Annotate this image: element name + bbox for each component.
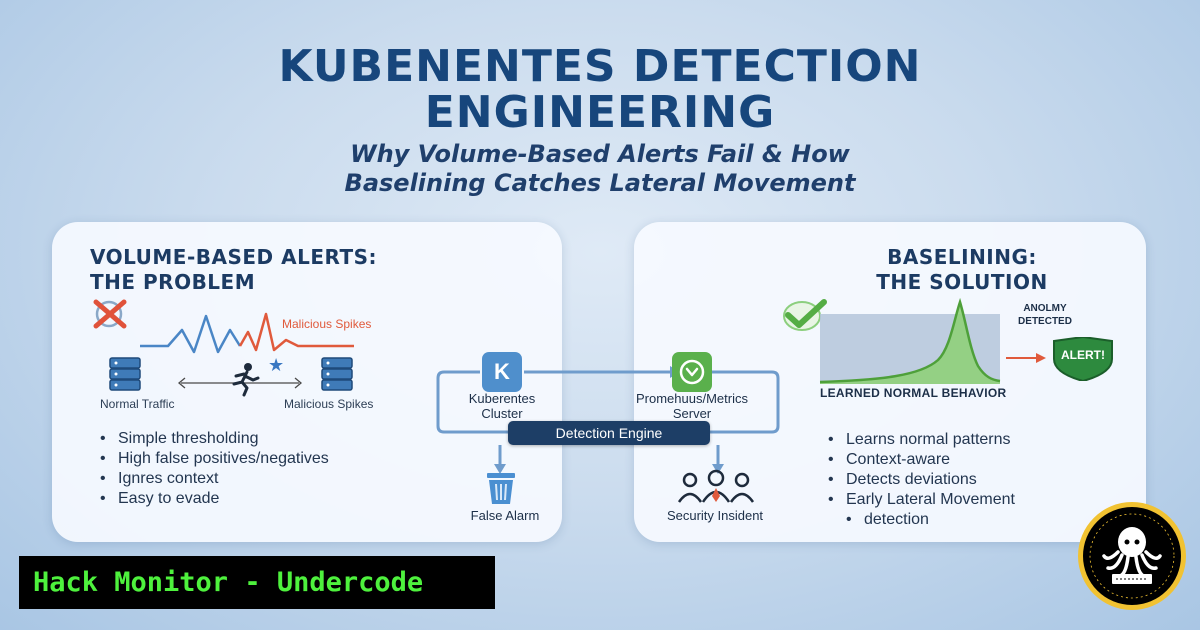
anomaly-line-1: ANOLMY	[1023, 303, 1067, 314]
kubernetes-icon: K	[482, 352, 522, 392]
shield-icon: ALERT!	[1050, 337, 1116, 381]
brand-banner: Hack Monitor - Undercode	[19, 556, 495, 609]
people-icon	[677, 469, 755, 503]
subtitle-line-2: Baselining Catches Lateral Movement	[344, 169, 856, 197]
list-item: Ignres context	[100, 469, 329, 489]
list-item: Easy to evade	[100, 489, 329, 509]
metrics-label-line-1: Promehuus/Metrics	[636, 391, 748, 406]
checkmark-icon	[783, 299, 827, 331]
solution-heading-line-2: THE SOLUTION	[876, 270, 1048, 294]
detection-engine: Detection Engine	[508, 421, 710, 445]
database-icon	[109, 357, 141, 391]
baseline-chart	[819, 297, 1001, 384]
list-item: High false positives/negatives	[100, 449, 329, 469]
spike-chart-label: Malicious Spikes	[282, 317, 372, 331]
list-item: Learns normal patterns	[828, 430, 1015, 450]
problem-heading: VOLUME-BASED ALERTS: THE PROBLEM	[90, 245, 377, 295]
subtitle-line-1: Why Volume-Based Alerts Fail & How	[350, 140, 850, 168]
octopus-logo	[1078, 502, 1186, 610]
problem-heading-line-2: THE PROBLEM	[90, 270, 256, 294]
normal-traffic-line	[140, 314, 242, 354]
solution-heading-line-1: BASELINING:	[887, 245, 1037, 269]
list-item: Simple thresholding	[100, 429, 329, 449]
cluster-label-line-1: Kuberentes	[468, 391, 536, 406]
traffic-spike-chart	[140, 312, 354, 354]
malicious-spikes-label: Malicious Spikes	[284, 397, 374, 411]
anomaly-detected-label: ANOLMY DETECTED	[1010, 302, 1080, 328]
connector-down-right-arrow	[712, 464, 724, 474]
prometheus-icon	[672, 352, 712, 392]
anomaly-curve-line	[819, 297, 1001, 384]
list-item: Context-aware	[828, 450, 1015, 470]
malicious-spike-line	[238, 312, 354, 352]
alert-arrow-icon	[1006, 353, 1046, 363]
alert-badge-text: ALERT!	[1061, 348, 1105, 362]
normal-traffic-label: Normal Traffic	[100, 397, 175, 411]
anomaly-line-2: DETECTED	[1018, 316, 1072, 327]
security-incident-label: Security Insident	[666, 508, 764, 523]
solution-heading: BASELINING: THE SOLUTION	[812, 245, 1112, 295]
metrics-server-label: Promehuus/Metrics Server	[612, 391, 772, 421]
problem-heading-line-1: VOLUME-BASED ALERTS:	[90, 245, 378, 269]
metrics-label-line-2: Server	[672, 406, 712, 421]
list-item: Early Lateral Movement	[828, 490, 1015, 510]
solution-bullet-list: Learns normal patterns Context-aware Det…	[828, 430, 1015, 530]
false-alarm-label: False Alarm	[470, 508, 540, 523]
page-title: KUBENENTES DETECTION ENGINEERING	[0, 44, 1200, 136]
list-item-continuation: detection	[828, 510, 1015, 530]
database-icon	[321, 357, 353, 391]
cluster-label: Kuberentes Cluster	[452, 391, 552, 421]
list-item: Detects deviations	[828, 470, 1015, 490]
title-line-2: ENGINEERING	[424, 87, 776, 138]
title-line-1: KUBENENTES DETECTION	[278, 41, 922, 92]
x-mark-icon	[93, 299, 127, 329]
problem-bullet-list: Simple thresholding High false positives…	[100, 429, 329, 509]
star-icon: ★	[268, 355, 285, 375]
connector-loop	[436, 370, 780, 434]
chart-caption: LEARNED NORMAL BEHAVIOR	[820, 386, 1007, 400]
connector-down-left-arrow	[494, 464, 506, 474]
running-person-icon	[232, 363, 260, 397]
cluster-label-line-2: Cluster	[481, 406, 523, 421]
page-subtitle: Why Volume-Based Alerts Fail & How Basel…	[0, 140, 1200, 198]
trash-icon	[487, 473, 515, 504]
